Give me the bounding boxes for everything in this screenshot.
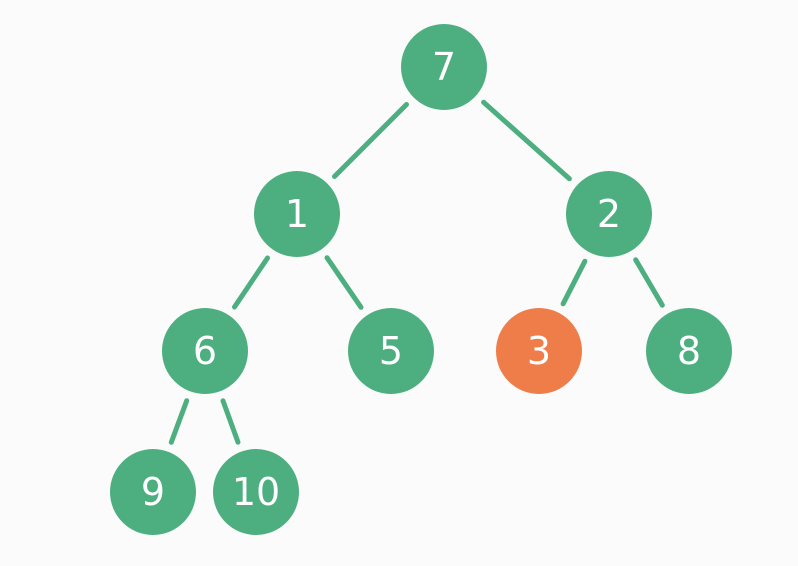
node-label: 2	[597, 192, 621, 236]
node-label: 8	[677, 329, 701, 373]
tree-node-9: 9	[110, 449, 196, 535]
tree-node-6: 6	[162, 308, 248, 394]
node-label: 5	[379, 329, 403, 373]
tree-edge-n2-n8	[633, 257, 665, 308]
node-circle	[162, 308, 248, 394]
tree-edge-n2-n3	[560, 258, 588, 307]
node-circle	[646, 308, 732, 394]
tree-node-1: 1	[254, 171, 340, 257]
tree-edge-n7-n2	[481, 99, 572, 182]
node-circle	[401, 24, 487, 110]
node-circle	[348, 308, 434, 394]
node-circle	[213, 449, 299, 535]
tree-node-8: 8	[646, 308, 732, 394]
tree-node-7: 7	[401, 24, 487, 110]
tree-edge-n7-n1	[332, 102, 409, 179]
node-label: 3	[527, 329, 551, 373]
node-circle	[566, 171, 652, 257]
node-circle	[254, 171, 340, 257]
tree-node-10: 10	[213, 449, 299, 535]
tree-node-5: 5	[348, 308, 434, 394]
tree-edge-n6-n10	[220, 398, 241, 445]
node-label: 1	[285, 192, 309, 236]
tree-edge-n6-n9	[168, 398, 190, 445]
node-label: 6	[193, 329, 217, 373]
tree-node-2: 2	[566, 171, 652, 257]
tree-node-3: 3	[496, 308, 582, 394]
tree-edge-n1-n6	[232, 255, 270, 310]
node-label: 10	[232, 470, 280, 514]
highlighted-node-circle	[496, 308, 582, 394]
node-label: 7	[432, 45, 456, 89]
tree-edge-n1-n5	[324, 255, 364, 310]
tree-nodes: 7 1 2 6 5 3 8 9 10	[110, 24, 732, 535]
node-label: 9	[141, 470, 165, 514]
node-circle	[110, 449, 196, 535]
tree-edges	[168, 99, 665, 445]
